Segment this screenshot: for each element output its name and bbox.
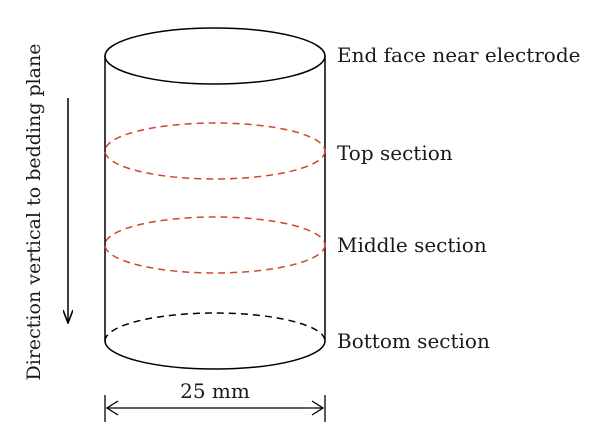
- end-face-ellipse: [104, 27, 326, 85]
- middle-section-ellipse: [104, 216, 326, 274]
- diameter-label: 25 mm: [180, 379, 250, 403]
- middle-section-label: Middle section: [337, 233, 487, 257]
- diameter-arrowhead-right: [311, 400, 325, 416]
- bottom-front-arc: [104, 340, 326, 370]
- end-face-label: End face near electrode: [337, 43, 580, 67]
- bottom-back-arc: [104, 312, 326, 342]
- top-section-label: Top section: [337, 141, 453, 165]
- bottom-section-label: Bottom section: [337, 329, 490, 353]
- direction-label: Direction vertical to bedding plane: [23, 44, 45, 381]
- diameter-arrowhead-left: [105, 400, 119, 416]
- top-section-ellipse: [104, 122, 326, 180]
